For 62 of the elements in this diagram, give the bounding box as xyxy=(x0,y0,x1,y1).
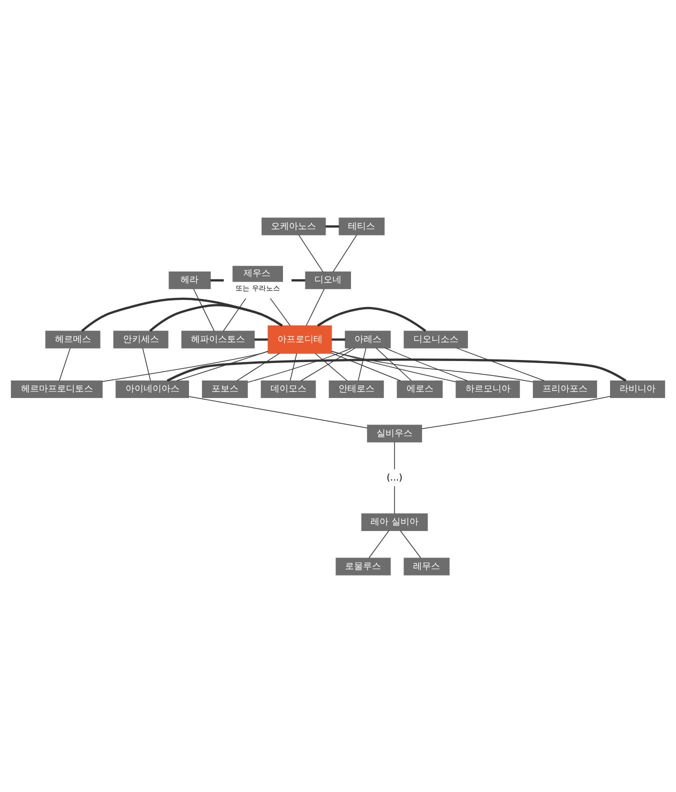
node-box: 로물루스 xyxy=(336,557,391,575)
connector xyxy=(188,396,368,428)
connector xyxy=(254,338,268,340)
node-box: 디오네 xyxy=(305,271,351,289)
node-box: 디오니소스 xyxy=(404,330,468,348)
connector xyxy=(193,288,215,332)
node-box: 헤르메스 xyxy=(45,330,100,348)
node-box: 에로스 xyxy=(396,380,443,398)
connector xyxy=(102,350,268,382)
node-box: 헤르마프로디토스 xyxy=(10,380,103,398)
connector xyxy=(368,530,390,558)
connector xyxy=(270,298,291,326)
node-box: 레무스 xyxy=(404,557,450,575)
connector xyxy=(236,352,280,381)
node-box: 데이모스 xyxy=(260,380,316,398)
connector xyxy=(290,352,298,380)
connector xyxy=(394,485,395,514)
connector xyxy=(384,347,468,381)
node-box: 제우스 xyxy=(232,265,283,282)
connector xyxy=(331,352,401,381)
connector xyxy=(456,347,545,381)
connector xyxy=(247,347,352,382)
node-box: 레아 실비아 xyxy=(361,512,428,530)
node-box: 아이네이아스 xyxy=(116,380,189,398)
connector xyxy=(331,350,534,382)
node-box: 포보스 xyxy=(202,380,248,398)
connector xyxy=(306,288,325,326)
connector xyxy=(314,352,348,380)
node-box: 헤라 xyxy=(168,271,211,289)
connector xyxy=(400,530,422,558)
connector xyxy=(81,297,283,332)
node-box: 실비우스 xyxy=(367,424,422,442)
connector xyxy=(421,395,611,429)
connector xyxy=(298,234,324,272)
node-box: 하르모니아 xyxy=(456,380,520,398)
connector xyxy=(149,304,283,332)
connector xyxy=(166,358,626,382)
node-box: 헤파이스토스 xyxy=(181,330,255,348)
node-box: 아레스 xyxy=(344,330,391,348)
node-box: 안키세스 xyxy=(113,330,168,348)
connector xyxy=(332,338,346,340)
connector xyxy=(332,234,358,272)
connector xyxy=(142,347,151,380)
connector xyxy=(317,306,426,332)
connector xyxy=(292,278,306,281)
node-text: (...) xyxy=(386,472,402,483)
connector xyxy=(59,347,71,380)
connector xyxy=(394,441,395,470)
connector xyxy=(358,347,366,380)
node-box: 오케아노스 xyxy=(262,217,326,235)
node-box: 테티스 xyxy=(338,217,385,235)
connector xyxy=(300,347,356,381)
connector xyxy=(210,278,224,281)
node-box: 프리아포스 xyxy=(532,380,598,398)
node-box: 아프로디테 xyxy=(268,324,332,354)
connector xyxy=(222,298,246,331)
connector xyxy=(331,350,456,382)
connector xyxy=(176,350,268,381)
connector xyxy=(376,347,412,380)
node-box: 라비니아 xyxy=(610,380,666,398)
node-box: 안테로스 xyxy=(328,380,384,398)
connector xyxy=(326,224,340,228)
